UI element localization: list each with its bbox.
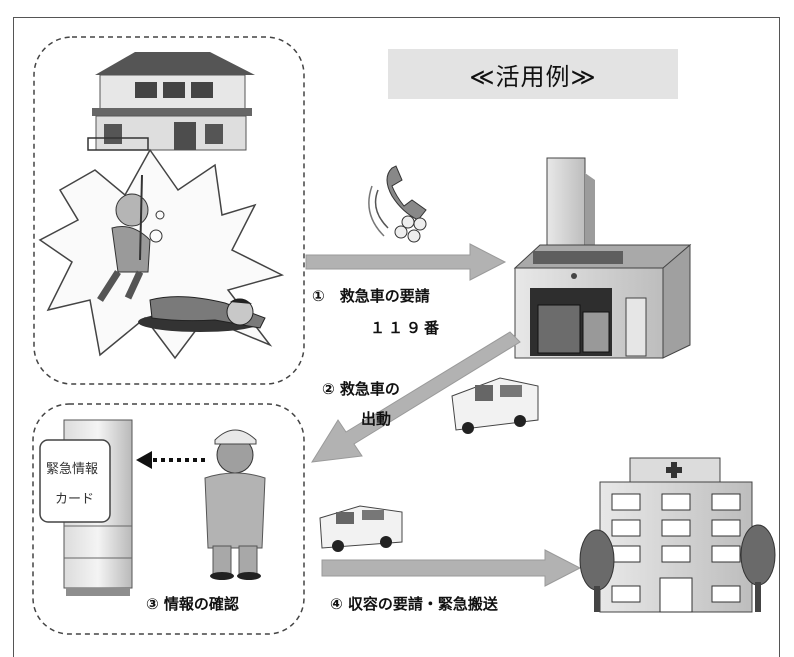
arrow-request-ambulance [305, 243, 507, 281]
dotted-arrow-head [136, 451, 152, 469]
step3-label: ③ 情報の確認 [146, 595, 239, 613]
ambulance-icon [451, 377, 539, 434]
hospital-icon [579, 457, 776, 613]
arrow-transport-hospital [321, 549, 582, 587]
step1-subtitle: １１９番 [370, 319, 443, 337]
arrow-dispatch-ambulance [311, 331, 521, 463]
step4-label: ④ 収容の要請・緊急搬送 [330, 595, 498, 613]
fallen-elderly-person-icon [97, 174, 165, 302]
page-title: ≪活用例≫ [388, 49, 678, 99]
phone-icon [368, 165, 427, 243]
fire-station-icon [513, 157, 692, 359]
step2-label: ② 救急車の [322, 380, 400, 398]
step1-label: ① 救急車の要請 [312, 287, 430, 305]
step2-subtitle: 出動 [361, 410, 392, 428]
emergency-scene-box [33, 36, 305, 385]
info-check-box [32, 403, 305, 635]
paramedic-icon [204, 429, 266, 580]
house-icon [87, 52, 255, 151]
figure-frame [13, 17, 780, 657]
card-label-line2: カード [55, 492, 95, 507]
ambulance-icon-transport [319, 505, 403, 552]
card-label-line1: 緊急情報 [46, 462, 99, 477]
collapsed-person-icon [138, 296, 266, 332]
emergency-info-card [39, 439, 111, 523]
